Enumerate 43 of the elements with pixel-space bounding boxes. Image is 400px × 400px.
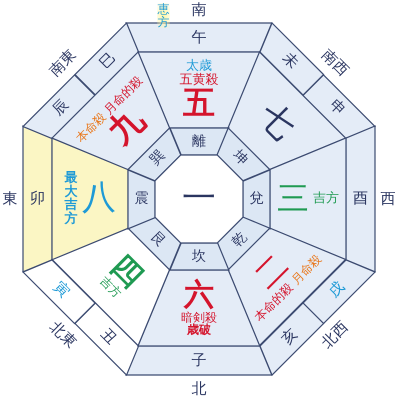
- zodiac-sign: 戌: [326, 278, 348, 300]
- sector-number: 五: [182, 86, 215, 120]
- zodiac-sign: 巳: [98, 50, 120, 72]
- zodiac-sign: 酉: [353, 191, 368, 207]
- trigram-label: 乾: [230, 230, 250, 250]
- zodiac-sign: 卯: [30, 191, 45, 207]
- sector-number: 三: [277, 182, 309, 216]
- zodiac-sign: 亥: [278, 326, 300, 348]
- zodiac-sign: 未: [278, 50, 300, 72]
- direction-label: 南: [192, 2, 206, 18]
- trigram-label: 坎: [192, 249, 206, 264]
- direction-label: 北東: [47, 319, 79, 351]
- trigram-label: 坤: [230, 148, 250, 168]
- sector-note: 本命殺: [74, 110, 108, 145]
- lucky-direction-label: 恵方: [157, 3, 170, 28]
- zodiac-sign: 寅: [50, 278, 72, 300]
- direction-label: 北: [192, 382, 206, 396]
- trigram-label: 巽: [148, 148, 168, 168]
- sector-note: 五黄殺: [179, 73, 218, 87]
- direction-label: 南西: [319, 47, 351, 79]
- zodiac-sign: 申: [326, 98, 348, 120]
- sector-note: 歳破: [186, 324, 211, 336]
- trigram-label: 艮: [148, 230, 168, 250]
- direction-label: 南東: [47, 47, 79, 79]
- center-number: 一: [182, 181, 216, 217]
- trigram-label: 震: [134, 192, 148, 206]
- zodiac-sign: 午: [191, 30, 206, 46]
- sector-note: 最大吉方: [64, 172, 78, 226]
- sector-number: 七: [251, 97, 301, 147]
- zodiac-sign: 子: [191, 352, 206, 368]
- trigram-label: 兌: [250, 192, 264, 206]
- zodiac-sign: 丑: [98, 326, 120, 348]
- sector-note: 暗剣殺: [180, 311, 217, 324]
- trigram-label: 離: [192, 134, 206, 149]
- sector-note: 月命殺: [289, 252, 324, 287]
- sector-note: 太歳: [186, 60, 212, 74]
- zodiac-sign: 辰: [50, 98, 72, 120]
- sector-note: 吉方: [313, 192, 339, 206]
- sector-number: 六: [184, 280, 214, 312]
- direction-label: 東: [2, 192, 18, 206]
- direction-label: 北西: [319, 319, 351, 351]
- sector-number: 八: [82, 181, 116, 217]
- direction-label: 西: [380, 192, 396, 206]
